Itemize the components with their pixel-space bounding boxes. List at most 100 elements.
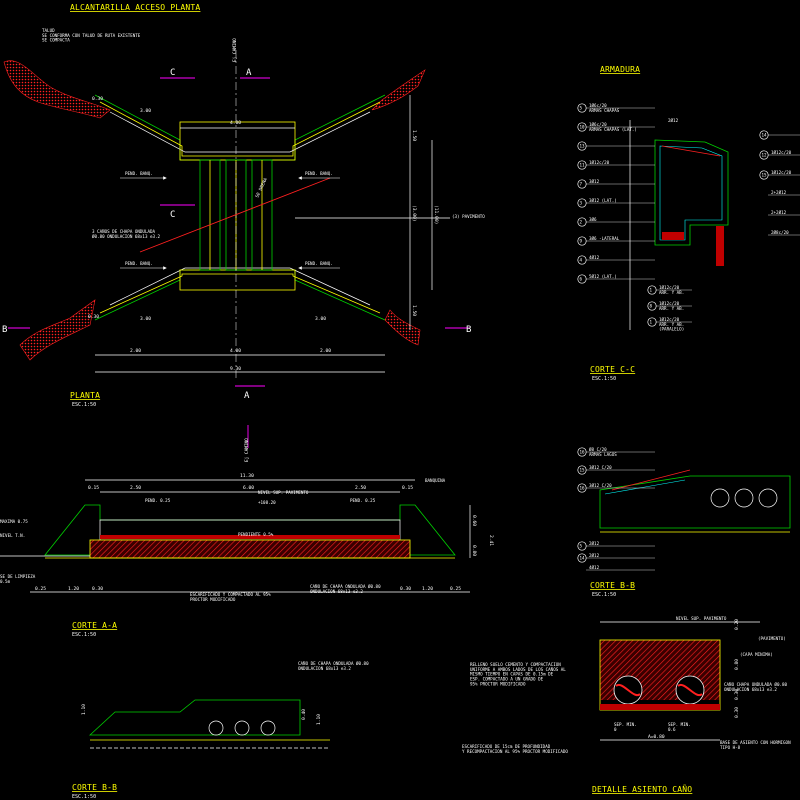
svg-text:BANQUINA: BANQUINA — [425, 478, 446, 483]
callout-text: 4Ø12 — [589, 255, 600, 260]
pend-labels: PEND. BANQ. PEND. BANQ. PEND. BANQ. PEND… — [120, 171, 340, 270]
talud-top-right — [371, 69, 426, 111]
svg-text:A: A — [246, 68, 252, 78]
svg-text:(3.00): (3.00) — [411, 205, 417, 222]
svg-text:9.30: 9.30 — [230, 366, 241, 372]
svg-text:B: B — [2, 325, 7, 335]
callout-number: 1 — [650, 288, 653, 293]
callout-number: 13 — [580, 144, 586, 149]
svg-text:11.30: 11.30 — [240, 473, 254, 479]
svg-text:2Ø12: 2Ø12 — [668, 118, 679, 123]
svg-text:NIVEL SUP. PAVIMENTO: NIVEL SUP. PAVIMENTO — [676, 616, 727, 621]
svg-text:CORTE C-C: CORTE C-C — [590, 365, 635, 374]
callout-text: 1Ø12c/20 — [771, 170, 792, 175]
talud-top-left — [3, 60, 111, 119]
callout-number: 5 — [580, 544, 583, 549]
callout-number: 16 — [580, 486, 586, 491]
rebar-callout: 4Ø12 — [586, 565, 655, 571]
wing-walls — [94, 94, 386, 321]
svg-text:0.80: 0.80 — [471, 545, 477, 556]
svg-text:MAXIMA 0.75: MAXIMA 0.75 — [0, 519, 28, 524]
svg-text:(11.00): (11.00) — [433, 205, 439, 224]
svg-text:(PAVIMENTO): (PAVIMENTO) — [758, 636, 786, 641]
svg-text:CORTE A-A: CORTE A-A — [72, 621, 117, 630]
svg-text:0.30: 0.30 — [92, 96, 103, 102]
plan-bottom-title: PLANTA — [70, 391, 100, 400]
svg-text:2.00: 2.00 — [320, 348, 331, 354]
svg-text:0.60: 0.60 — [471, 515, 477, 526]
section-markers: C A C B B A — [2, 68, 471, 401]
callout-number: 8 — [650, 304, 653, 309]
callout-text: 2Ø12 — [589, 553, 600, 558]
svg-text:6.00: 6.00 — [243, 485, 254, 491]
svg-text:RELLENO SUELO CEMENTO Y COMPAC: RELLENO SUELO CEMENTO Y COMPACTACIONUNIF… — [470, 662, 566, 686]
svg-text:C: C — [170, 68, 175, 78]
callout-text: 4Ø12 — [589, 565, 600, 570]
callout-number: 15 — [580, 468, 586, 473]
callout-text: 1Ø12c/20 — [771, 150, 792, 155]
callout-text: 2Ø12 — [589, 541, 600, 546]
svg-text:2.41: 2.41 — [488, 535, 494, 546]
callout-text: 2Ø8c/20 — [771, 230, 789, 235]
svg-text:PENDIENTE 0.5%: PENDIENTE 0.5% — [238, 532, 274, 537]
svg-text:0.30: 0.30 — [92, 586, 103, 592]
svg-text:0.30: 0.30 — [88, 314, 99, 320]
callout-text: 3Ø6 -LATERAL — [589, 236, 620, 241]
svg-text:0.15: 0.15 — [88, 485, 99, 491]
svg-text:0.30: 0.30 — [734, 689, 740, 700]
svg-text:(CAPA MINIMA): (CAPA MINIMA) — [740, 652, 773, 657]
rebar-callout: 2Ø8c/20 — [768, 230, 800, 236]
svg-text:0.20: 0.20 — [734, 619, 740, 630]
callout-text: 2+2Ø12 — [771, 190, 787, 195]
svg-text:2.50: 2.50 — [355, 485, 366, 491]
svg-text:0.30: 0.30 — [400, 586, 411, 592]
svg-text:CORTE B-B: CORTE B-B — [72, 783, 117, 792]
callout-text: 1Ø12c/20 — [589, 160, 610, 165]
svg-text:ESC.1:50: ESC.1:50 — [72, 794, 96, 800]
svg-text:ESCARIFICADO Y COMPACTADO AL 9: ESCARIFICADO Y COMPACTADO AL 95%PROCTOR … — [190, 592, 271, 602]
callout-number: 5 — [580, 106, 583, 111]
callout-number: 3 — [580, 201, 583, 206]
svg-text:PEND. 0.25: PEND. 0.25 — [145, 498, 171, 503]
svg-text:4.00: 4.00 — [230, 348, 241, 354]
svg-text:PEND. BANQ.: PEND. BANQ. — [125, 261, 153, 266]
callout-text: 2+2Ø12 — [771, 210, 787, 215]
svg-text:1.10: 1.10 — [81, 704, 87, 715]
armadura-right-labels: 14121Ø12c/20151Ø12c/202+2Ø122+2Ø122Ø8c/2… — [759, 130, 800, 236]
svg-text:NIVEL SUP. PAVIMENTO: NIVEL SUP. PAVIMENTO — [258, 490, 309, 495]
svg-text:0.80: 0.80 — [734, 659, 740, 670]
plan-pavimento-label: (3) PAVIMENTO — [452, 214, 485, 219]
detalle-asiento: NIVEL SUP. PAVIMENTO (PAVIMENTO) (CAPA M… — [462, 616, 791, 794]
svg-text:0.25: 0.25 — [35, 586, 46, 592]
svg-text:+108.20: +108.20 — [258, 500, 276, 505]
plan-scale: ESC.1:50 — [72, 402, 96, 408]
callout-text: 3Ø12 C/20 — [589, 483, 612, 488]
callout-number: 4 — [580, 258, 583, 263]
svg-text:A=0.80: A=0.80 — [648, 734, 665, 740]
plan-title: ALCANTARILLA ACCESO PLANTA — [70, 3, 200, 12]
svg-text:ESC.1:50: ESC.1:50 — [592, 592, 616, 598]
svg-text:0.40: 0.40 — [301, 709, 307, 720]
svg-text:2.50: 2.50 — [130, 485, 141, 491]
